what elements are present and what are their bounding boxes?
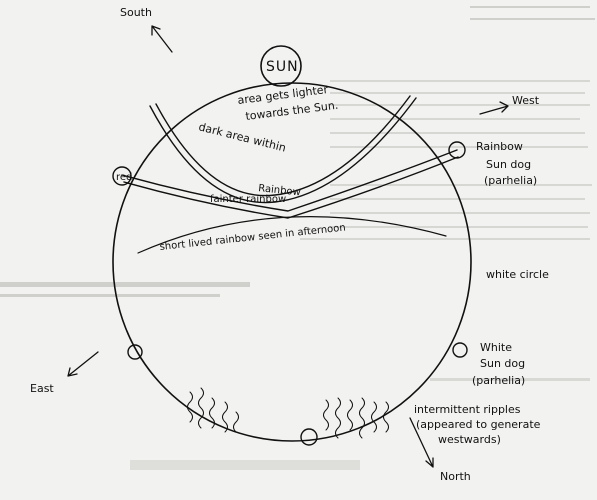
short-lived-rainbow-label: short lived rainbow seen in afternoon <box>159 223 346 253</box>
right-sun-dog-marker <box>448 141 466 159</box>
sun-dog-markers <box>112 141 468 446</box>
ripples-line-3: westwards) <box>438 433 501 446</box>
dark-area-label: dark area within <box>197 120 287 154</box>
right-white-sun-dog-marker <box>452 342 468 358</box>
white-circle-outline <box>112 82 472 442</box>
east-arrow <box>67 351 99 377</box>
fainter-rainbow-label: fainter rainbow <box>210 194 286 205</box>
east-label: East <box>30 382 54 395</box>
north-arrow <box>409 417 434 468</box>
direction-arrows <box>67 25 509 468</box>
ripples-line-1: intermittent ripples <box>414 403 521 416</box>
south-arrow <box>151 25 173 53</box>
white-sun-dog-line-1: White <box>480 341 512 354</box>
left-sun-dog-marker <box>112 166 132 186</box>
white-circle-label: white circle <box>486 268 549 281</box>
white-sun-dog-line-2: Sun dog <box>480 357 525 370</box>
inner-rainbow-label: Rainbow <box>258 183 302 198</box>
sun-dog-label-1: Sun dog <box>486 158 531 171</box>
red-label: red <box>116 172 132 183</box>
left-white-sun-dog-marker <box>127 344 143 360</box>
sun-symbol: SUN <box>260 45 302 87</box>
north-label: North <box>440 470 471 483</box>
south-label: South <box>120 6 152 19</box>
white-sun-dog-line-3: (parhelia) <box>472 374 525 387</box>
ripple-lines <box>187 387 389 439</box>
ripples-line-2: (appeared to generate <box>416 418 541 431</box>
show-through-text <box>0 6 595 470</box>
bottom-sun-dog-marker <box>300 428 318 446</box>
sun-dog-label-2: (parhelia) <box>484 174 537 187</box>
sun-label: SUN <box>266 59 299 75</box>
rainbow-arcs <box>121 95 459 254</box>
west-label: West <box>512 94 540 107</box>
right-rainbow-label: Rainbow <box>476 140 523 153</box>
west-arrow <box>479 101 509 115</box>
